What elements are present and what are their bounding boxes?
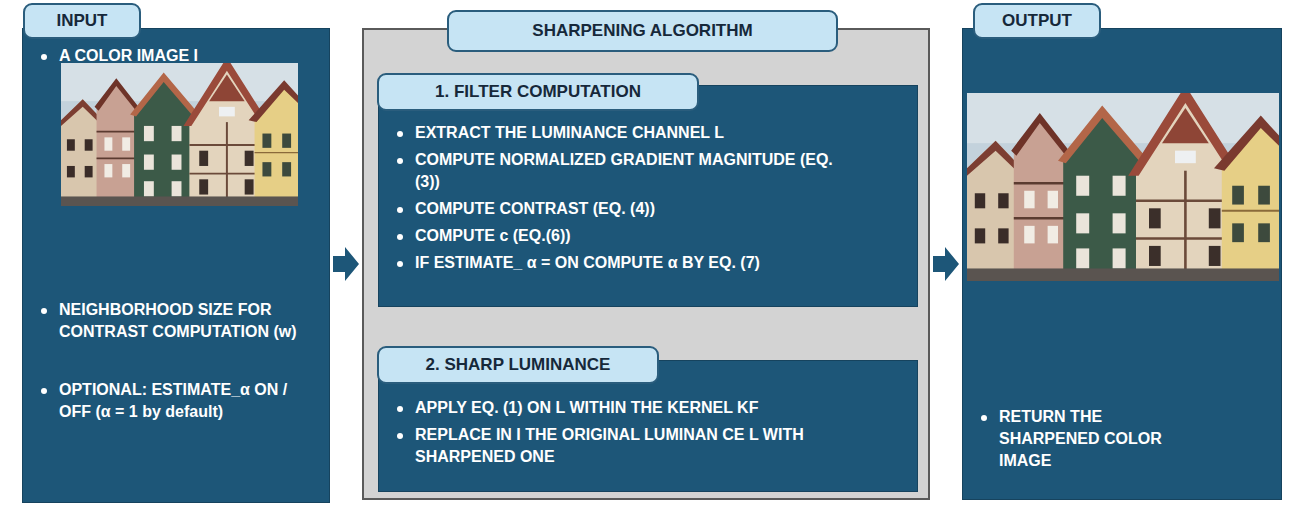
step-box: 2. SHARP LUMINANCEAPPLY EQ. (1) ON L WIT…	[378, 360, 918, 492]
bullet-dot	[41, 388, 47, 394]
block-arrow	[933, 247, 959, 281]
bullet-item: RETURN THE SHARPENED COLOR IMAGE	[999, 406, 1199, 472]
bullet-dot	[397, 234, 403, 240]
bullet-dot	[397, 158, 403, 164]
bullet-text: RETURN THE SHARPENED COLOR IMAGE	[999, 406, 1199, 472]
heading-text: INPUT	[57, 11, 108, 31]
bullet-item: COMPUTE c (EQ.(6))	[415, 225, 845, 247]
algorithm-panel: SHARPENING ALGORITHM1. FILTER COMPUTATIO…	[362, 28, 930, 500]
bullet-text: EXTRACT THE LUMINANCE CHANNEL L	[415, 122, 845, 144]
heading-tab: SHARPENING ALGORITHM	[447, 10, 838, 52]
bullet-item: IF ESTIMATE_ α = ON COMPUTE α BY EQ. (7)	[415, 252, 845, 274]
bullet-item: OPTIONAL: ESTIMATE_α ON / OFF (α = 1 by …	[59, 379, 313, 423]
bullet-text: COMPUTE CONTRAST (EQ. (4))	[415, 198, 845, 220]
bullet-text: IF ESTIMATE_ α = ON COMPUTE α BY EQ. (7)	[415, 252, 845, 274]
bullet-item: EXTRACT THE LUMINANCE CHANNEL L	[415, 122, 845, 144]
input-panel: INPUTA COLOR IMAGE INEIGHBORHOOD SIZE FO…	[22, 28, 330, 503]
heading-text: 1. FILTER COMPUTATION	[435, 82, 641, 102]
bullet-text: NEIGHBORHOOD SIZE FOR CONTRAST COMPUTATI…	[59, 299, 313, 343]
heading-text: 2. SHARP LUMINANCE	[426, 355, 611, 375]
bullet-dot	[397, 261, 403, 267]
heading-tab: INPUT	[23, 3, 141, 39]
bullet-text: REPLACE IN I THE ORIGINAL LUMINAN CE L W…	[415, 424, 905, 468]
bullet-dot	[397, 131, 403, 137]
bullet-dot	[397, 207, 403, 213]
heading-tab: OUTPUT	[973, 3, 1101, 39]
step-box: 1. FILTER COMPUTATION EXTRACT THE LUMINAN…	[378, 85, 918, 307]
bullet-item: APPLY EQ. (1) ON L WITHIN THE KERNEL KF	[415, 397, 905, 419]
bullet-item: REPLACE IN I THE ORIGINAL LUMINAN CE L W…	[415, 424, 905, 468]
bullet-item: COMPUTE CONTRAST (EQ. (4))	[415, 198, 845, 220]
bullet-dot	[397, 406, 403, 412]
bullet-text: A COLOR IMAGE I	[59, 45, 313, 67]
heading-tab: 2. SHARP LUMINANCE	[377, 346, 659, 384]
heading-text: SHARPENING ALGORITHM	[532, 21, 752, 41]
bullet-item: A COLOR IMAGE I	[59, 45, 313, 67]
bullet-text: APPLY EQ. (1) ON L WITHIN THE KERNEL KF	[415, 397, 905, 419]
bullet-dot	[397, 433, 403, 439]
output-photo	[967, 93, 1279, 281]
heading-text: OUTPUT	[1002, 11, 1072, 31]
block-arrow	[333, 247, 359, 281]
bullet-dot	[41, 54, 47, 60]
input-photo	[61, 63, 298, 206]
bullet-dot	[41, 308, 47, 314]
bullet-text: COMPUTE NORMALIZED GRADIENT MAGNITUDE (E…	[415, 149, 845, 193]
bullet-text: COMPUTE c (EQ.(6))	[415, 225, 845, 247]
bullet-item: NEIGHBORHOOD SIZE FOR CONTRAST COMPUTATI…	[59, 299, 313, 343]
heading-tab: 1. FILTER COMPUTATION	[377, 73, 699, 111]
bullet-dot	[981, 415, 987, 421]
bullet-item: COMPUTE NORMALIZED GRADIENT MAGNITUDE (E…	[415, 149, 845, 193]
bullet-text: OPTIONAL: ESTIMATE_α ON / OFF (α = 1 by …	[59, 379, 313, 423]
output-panel: OUTPUTRETURN THE SHARPENED COLOR IMAGE	[962, 28, 1282, 500]
